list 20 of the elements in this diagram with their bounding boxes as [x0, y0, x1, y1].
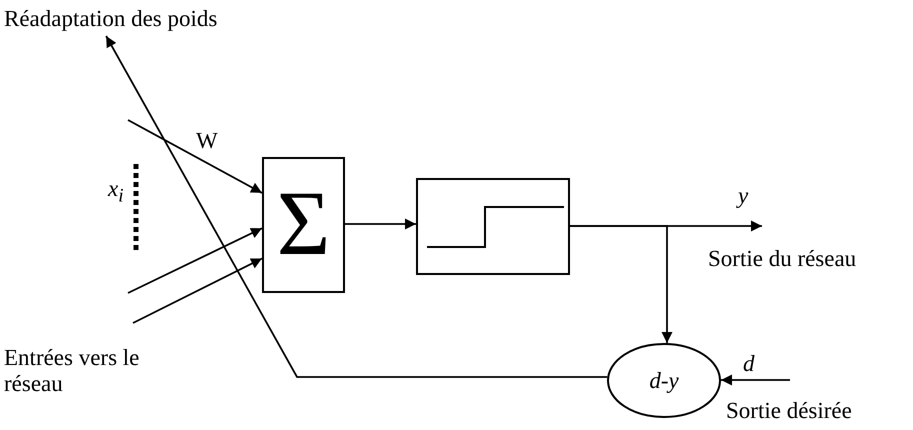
- arrow: [105, 36, 608, 378]
- input-caption: Entrées vers le réseau: [4, 345, 140, 398]
- desired-variable: d: [743, 351, 754, 378]
- arrow: [132, 258, 262, 324]
- error-expression: d-y: [649, 367, 679, 394]
- desired-output-caption: Sortie désirée: [726, 398, 852, 424]
- output-caption: Sortie du réseau: [708, 246, 856, 272]
- weight-symbol: W: [196, 128, 218, 154]
- arrow: [570, 225, 672, 344]
- arrow: [721, 374, 790, 386]
- arrow: [345, 218, 416, 230]
- output-variable: y: [738, 183, 748, 210]
- sigma-symbol: Σ: [276, 177, 330, 270]
- input-variable: x$_{i}$: [108, 176, 124, 208]
- activation-function-block: [416, 178, 570, 275]
- caption-text: Réadaptation des poids: [4, 6, 218, 32]
- arrow: [128, 119, 262, 194]
- arrow: [128, 227, 262, 294]
- summation-block: [262, 157, 345, 293]
- error-ellipse: [607, 343, 721, 418]
